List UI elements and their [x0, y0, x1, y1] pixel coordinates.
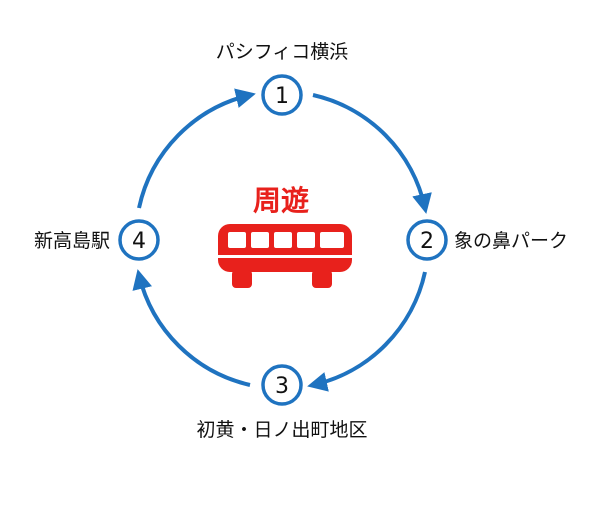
stop-2-circle — [406, 219, 448, 261]
bus-icon — [218, 224, 352, 288]
route-arc-1-to-2 — [312, 93, 432, 214]
stop-1: 1 パシフィコ横浜 — [216, 41, 349, 116]
center-title: 周遊 — [253, 184, 309, 217]
stop-3: 3 初黄・日ノ出町地区 — [196, 364, 368, 441]
stop-4-label: 新高島駅 — [34, 230, 110, 252]
stop-2-number: 2 — [420, 229, 434, 254]
stop-4-circle — [118, 219, 160, 261]
route-arc-4-to-1 — [137, 88, 256, 209]
stop-4: 4 新高島駅 — [34, 219, 160, 261]
stop-3-number: 3 — [275, 374, 289, 399]
stop-2-label: 象の鼻パーク — [454, 230, 568, 252]
stop-1-number: 1 — [275, 84, 289, 109]
stop-1-label: パシフィコ横浜 — [216, 41, 349, 63]
stop-2: 2 象の鼻パーク — [406, 219, 568, 261]
stop-4-number: 4 — [132, 229, 146, 254]
stop-1-circle — [261, 74, 303, 116]
stop-3-circle — [261, 364, 303, 406]
route-arc-3-to-4 — [132, 269, 251, 387]
stop-3-label: 初黄・日ノ出町地区 — [196, 419, 367, 441]
route-arc-2-to-3 — [307, 271, 427, 392]
